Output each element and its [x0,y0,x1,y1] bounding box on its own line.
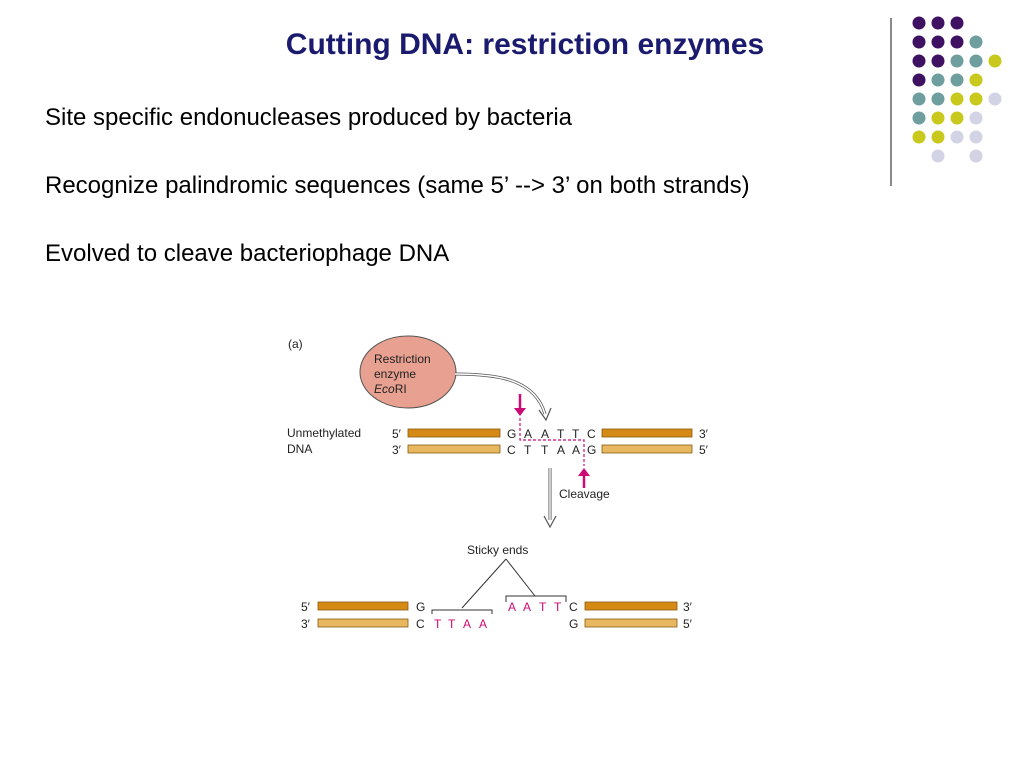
right-overhang-base: A [508,600,516,614]
decor-dot [931,73,945,87]
cleavage-dashed-line [519,418,585,466]
left-frag-top-base: G [416,600,425,614]
enzyme-name-rest: RI [395,382,407,396]
enzyme-label-line1: Restriction [374,352,431,366]
enzyme-to-site-arrow [454,372,547,415]
top-seq-base: C [587,427,596,441]
decor-dot [931,130,945,144]
cleavage-label: Cleavage [559,487,610,501]
bottom-seq-base: C [507,443,516,457]
left-frag-bottom-base: C [416,617,425,631]
left-overhang-base: A [479,617,487,631]
right-frag-bottom-base: G [569,617,578,631]
panel-label: (a) [288,337,303,351]
enzyme-to-site-arrowhead [538,407,552,422]
decor-dot [969,111,983,125]
cleavage-arrowhead-bottom [578,468,590,476]
bottom-seq-base: G [587,443,596,457]
top-seq-base: A [524,427,532,441]
right-frag-bottom-bar [584,618,678,628]
decor-dot [969,92,983,106]
bottom-strand-3prime: 3′ [392,443,402,457]
dna-label-line1: Unmethylated [287,426,361,440]
top-seq-base: G [507,427,516,441]
decor-dot [912,73,926,87]
bottom-strand-right-bar [601,444,693,454]
sticky-pointer-left [461,558,507,609]
decor-dot [912,92,926,106]
right-frag-5prime: 5′ [683,617,693,631]
dna-label-line2: DNA [287,442,312,456]
enzyme-name-italic: Eco [374,382,395,396]
decor-dot [912,111,926,125]
right-frag-top-base: C [569,600,578,614]
bottom-seq-base: T [524,443,532,457]
left-frag-5prime: 5′ [301,600,311,614]
left-frag-3prime: 3′ [301,617,311,631]
left-overhang-base: T [448,617,456,631]
decor-dot [931,111,945,125]
top-seq-base: T [557,427,565,441]
decor-dot [931,149,945,163]
top-strand-left-bar [407,428,501,438]
decor-dot [950,73,964,87]
enzyme-label-line2: enzyme [374,367,416,381]
left-overhang-bracket [431,609,493,614]
bottom-seq-base: A [572,443,580,457]
ecori-cleavage-diagram: (a) Restriction enzyme EcoRI Unmethylate… [287,335,709,631]
decor-dot [950,111,964,125]
bullet-3: Evolved to cleave bacteriophage DNA [45,240,450,267]
cleavage-process-arrowhead [543,515,557,529]
right-overhang-bracket [505,595,567,602]
right-frag-3prime: 3′ [683,600,693,614]
decor-dot [969,130,983,144]
top-seq-base: A [541,427,549,441]
decor-dot [950,130,964,144]
decor-dot [969,149,983,163]
bottom-strand-left-bar [407,444,501,454]
enzyme-name: EcoRI [374,382,407,396]
right-overhang-base: T [554,600,562,614]
cleavage-arrowhead-top [514,408,526,416]
bullet-2: Recognize palindromic sequences (same 5’… [45,172,750,199]
left-frag-bottom-bar [317,618,409,628]
slide-title: Cutting DNA: restriction enzymes [285,28,765,61]
decor-dot [969,73,983,87]
right-frag-top-bar [584,601,678,611]
decor-dot [931,92,945,106]
decor-divider [890,18,892,186]
bottom-seq-base: A [557,443,565,457]
decor-dot [988,92,1002,106]
right-overhang-base: T [539,600,547,614]
decor-dot [950,92,964,106]
top-seq-base: T [572,427,580,441]
enzyme-to-site-arrow-inner [454,373,546,415]
sticky-ends-label: Sticky ends [467,543,528,557]
left-overhang-base: A [463,617,471,631]
top-strand-3prime: 3′ [699,427,709,441]
bullet-1: Site specific endonucleases produced by … [45,104,572,131]
enzyme-ellipse [359,335,457,409]
bottom-strand-5prime: 5′ [699,443,709,457]
left-frag-top-bar [317,601,409,611]
top-strand-5prime: 5′ [392,427,402,441]
decor-dot [912,130,926,144]
sticky-pointer-right [505,558,536,597]
right-overhang-base: A [523,600,531,614]
left-overhang-base: T [434,617,442,631]
top-strand-right-bar [601,428,693,438]
bottom-seq-base: T [541,443,549,457]
